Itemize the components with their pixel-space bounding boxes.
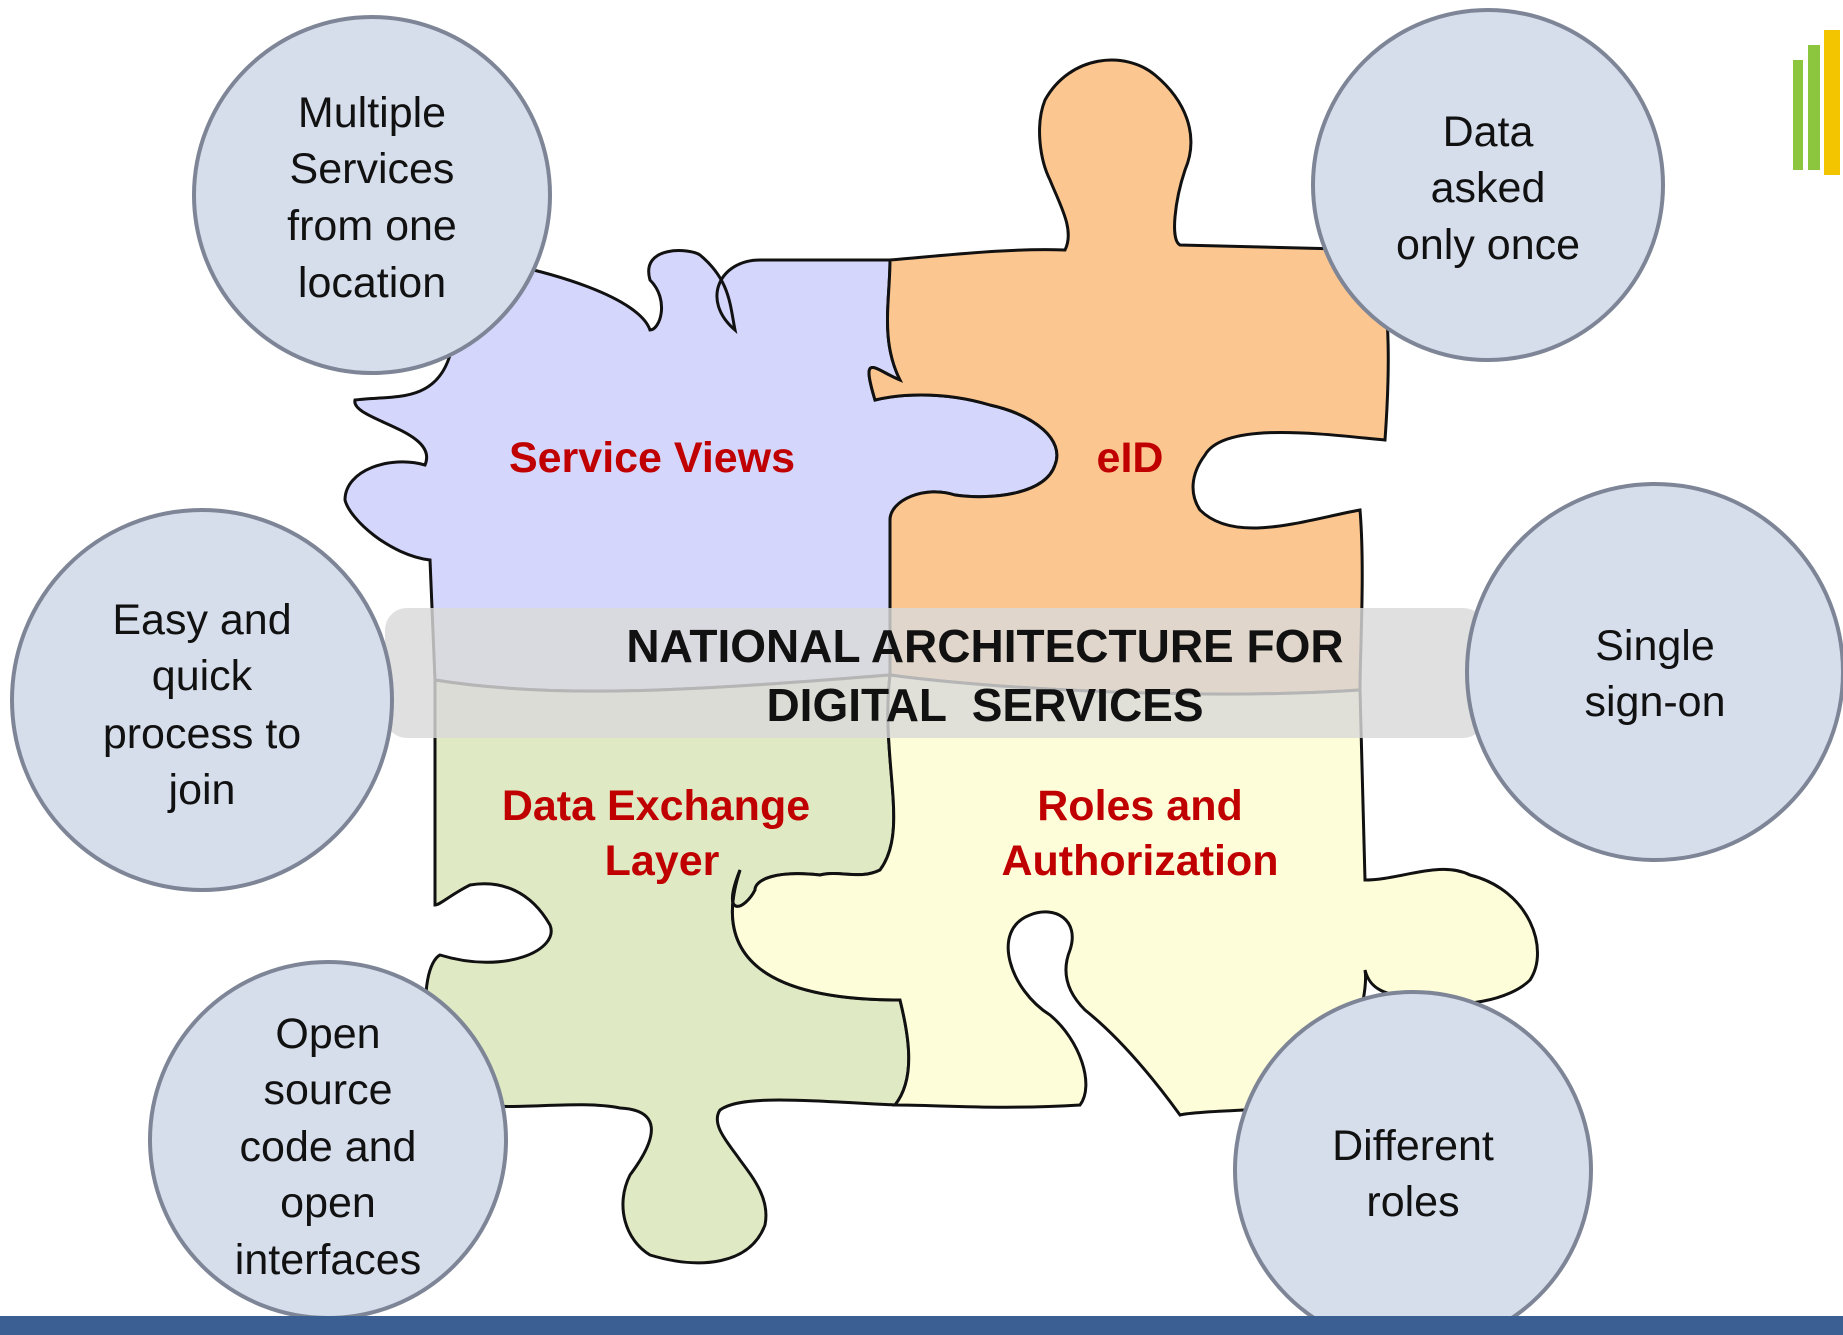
piece-label-roles-1: Roles and xyxy=(1037,782,1243,830)
bubble-multiple-services: Multiple Services from one location xyxy=(192,15,552,375)
bubble-open-source-line4: open xyxy=(280,1179,376,1227)
bubble-open-source-line5: interfaces xyxy=(235,1236,421,1284)
footer-bar xyxy=(0,1316,1843,1335)
bubble-different-roles: Different roles xyxy=(1233,990,1593,1335)
bubble-open-source-line3: code and xyxy=(240,1123,417,1171)
bubble-multiple-services-line3: from one xyxy=(287,202,457,250)
logo-bars-icon xyxy=(1793,30,1840,175)
bubble-data-once: Data asked only once xyxy=(1311,8,1665,362)
bubble-single-sign-on-line1: Single xyxy=(1595,622,1715,670)
piece-label-data-exchange-1: Data Exchange xyxy=(502,782,810,830)
bubble-multiple-services-line2: Services xyxy=(290,145,455,193)
bubble-easy-join-line1: Easy and xyxy=(112,596,291,644)
bubble-multiple-services-line4: location xyxy=(298,259,446,307)
title-banner-line1: NATIONAL ARCHITECTURE FOR xyxy=(626,620,1343,672)
bubble-open-source: Open source code and open interfaces xyxy=(148,960,508,1320)
bubble-multiple-services-line1: Multiple xyxy=(298,89,446,137)
bubble-easy-join-line4: join xyxy=(167,766,236,814)
piece-label-data-exchange-2: Layer xyxy=(605,837,720,885)
bubble-easy-join-line2: quick xyxy=(152,652,253,700)
bubble-different-roles-line1: Different xyxy=(1332,1122,1494,1170)
bubble-single-sign-on: Single sign-on xyxy=(1465,482,1843,862)
piece-label-eid: eID xyxy=(1097,434,1164,482)
bubble-data-once-line1: Data xyxy=(1443,108,1534,156)
title-banner xyxy=(385,608,1485,738)
bubble-different-roles-line2: roles xyxy=(1366,1178,1459,1226)
bubble-open-source-line1: Open xyxy=(275,1010,380,1058)
bubble-open-source-line2: source xyxy=(263,1066,392,1114)
bubble-single-sign-on-line2: sign-on xyxy=(1584,678,1725,726)
bubble-easy-join: Easy and quick process to join xyxy=(10,508,394,892)
title-banner-line2: DIGITAL SERVICES xyxy=(766,679,1203,731)
piece-label-service-views: Service Views xyxy=(509,434,795,482)
bubble-data-once-line2: asked xyxy=(1431,164,1546,212)
bubble-easy-join-line3: process to xyxy=(103,710,301,758)
piece-label-roles-2: Authorization xyxy=(1001,837,1278,885)
bubble-data-once-line3: only once xyxy=(1396,221,1580,269)
puzzle-piece-roles xyxy=(730,673,1539,1117)
puzzle-piece-eid xyxy=(867,58,1390,696)
